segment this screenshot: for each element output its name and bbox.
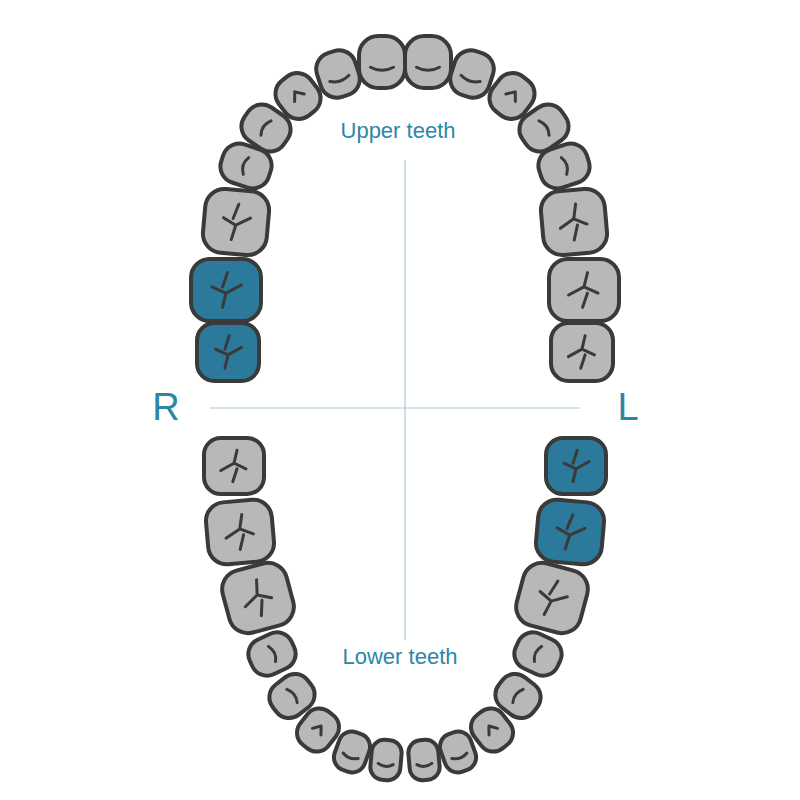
tooth-fissure: [342, 753, 358, 761]
tooth-outline: [436, 728, 480, 777]
tooth: [436, 728, 480, 777]
tooth-outline: [218, 559, 298, 638]
tooth-outline: [204, 438, 264, 494]
tooth-outline: [405, 36, 451, 88]
tooth-fissure: [371, 67, 394, 70]
tooth-fissure: [555, 514, 586, 551]
arch-label: Lower teeth: [340, 644, 461, 669]
tooth-fissure: [569, 273, 598, 308]
tooth-outline: [534, 498, 605, 566]
tooth: [369, 739, 402, 781]
tooth-fissure: [460, 75, 480, 84]
tooth-outline: [191, 259, 261, 321]
tooth: [330, 728, 374, 777]
tooth-fissure: [287, 688, 299, 703]
tooth-outline: [539, 187, 608, 256]
tooth-outline: [534, 139, 594, 192]
tooth-fissure: [312, 723, 325, 735]
tooth-fissure: [561, 157, 569, 175]
tooth: [197, 323, 259, 381]
tooth-outline: [551, 323, 613, 381]
tooth-outline: [549, 259, 619, 321]
tooth-fissure: [212, 273, 241, 308]
tooth: [549, 259, 619, 321]
tooth-fissure: [222, 203, 252, 241]
tooth-fissure: [378, 763, 393, 767]
tooth-fissure: [239, 577, 275, 619]
tooth-fissure: [564, 450, 589, 481]
tooth-fissure: [216, 336, 242, 368]
tooth: [204, 438, 264, 494]
tooth-outline: [204, 498, 275, 566]
tooth-fissure: [511, 688, 523, 703]
tooth: [534, 139, 594, 192]
midline-vertical: [404, 160, 405, 640]
tooth-outline: [359, 36, 405, 88]
tooth-fissure: [485, 723, 498, 735]
tooth-outline: [201, 187, 270, 256]
tooth-outline: [216, 139, 276, 192]
tooth: [546, 438, 606, 494]
tooth-fissure: [539, 119, 551, 135]
arch-label: Upper teeth: [338, 118, 459, 143]
side-letter: L: [614, 386, 641, 430]
tooth-fissure: [535, 577, 571, 619]
tooth-fissure: [224, 514, 255, 551]
tooth-fissure: [452, 753, 468, 761]
tooth: [405, 36, 451, 88]
teeth-group: [191, 36, 619, 781]
tooth-outline: [330, 728, 374, 777]
tooth: [201, 187, 270, 256]
tooth-fissure: [417, 763, 432, 767]
tooth: [551, 323, 613, 381]
tooth: [216, 139, 276, 192]
tooth-fissure: [330, 75, 350, 84]
tooth: [359, 36, 405, 88]
tooth-outline: [197, 323, 259, 381]
midline-horizontal: [210, 407, 580, 408]
tooth-fissure: [290, 88, 304, 101]
tooth-outline: [369, 739, 402, 781]
tooth-fissure: [268, 645, 278, 661]
tooth-fissure: [221, 450, 246, 481]
tooth: [539, 187, 608, 256]
tooth: [534, 498, 605, 566]
tooth-fissure: [558, 203, 588, 241]
tooth-fissure: [506, 88, 520, 101]
tooth: [191, 259, 261, 321]
tooth: [512, 559, 592, 638]
tooth-fissure: [240, 157, 248, 175]
tooth-outline: [407, 739, 440, 781]
tooth: [407, 739, 440, 781]
side-letter: R: [149, 386, 182, 430]
tooth-fissure: [532, 645, 542, 661]
tooth-fissure: [568, 336, 594, 368]
tooth-fissure: [417, 67, 440, 70]
tooth-outline: [512, 559, 592, 638]
tooth: [204, 498, 275, 566]
tooth-fissure: [259, 119, 271, 135]
tooth: [218, 559, 298, 638]
tooth-outline: [546, 438, 606, 494]
